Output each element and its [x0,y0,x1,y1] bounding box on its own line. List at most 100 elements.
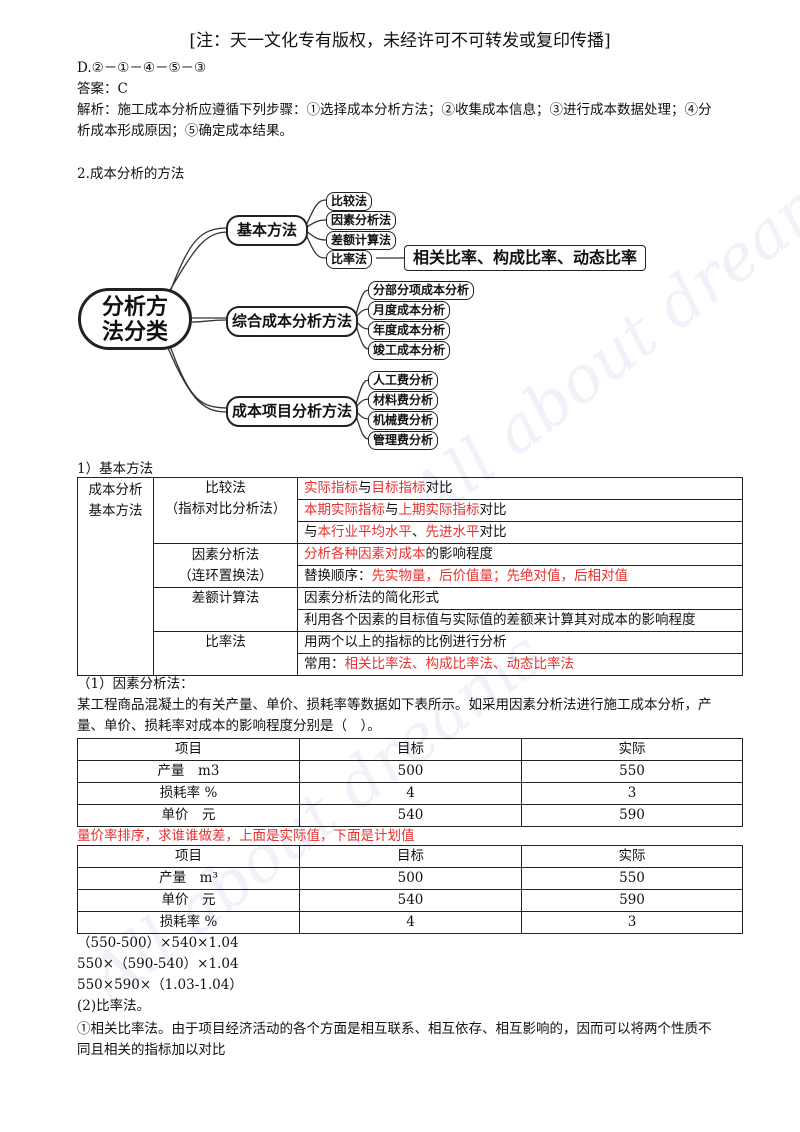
table-row: 产量 m3 500 550 [77,760,743,783]
question-line-2: 量、单价、损耗率对成本的影响程度分别是（ ）。 [77,718,381,734]
table-row-9: 常用：相关比率法、构成比率法、动态比率法 [297,653,743,676]
header-cell: 项目 [77,738,300,761]
comparison-method: 比较法 [205,480,246,496]
comparison-method-sub: （指标对比分析法） [164,501,287,517]
text: 、 [412,524,426,540]
copyright-notice: [注：天一文化专有版权，未经许可不可转发或复印传播] [189,31,611,51]
mindmap-composite-item-4: 竣工成本分析 [368,341,451,360]
table-cell: 540 [299,804,522,827]
table-cell: 单价 元 [77,889,300,912]
header-cell: 目标 [299,738,522,761]
table-cell: 3 [521,911,743,934]
table-cell: 单价 元 [77,804,300,827]
mindmap-composite-item-2: 月度成本分析 [368,301,451,320]
calc-line-2: 550×（590-540）×1.04 [77,956,239,972]
red-text: 分析各种因素对成本 [304,546,426,562]
table-cell: 3 [521,782,743,805]
factor-method: 因素分析法 [191,546,260,563]
text: 与 [304,524,318,540]
mindmap-basic-method: 基本方法 [226,215,308,246]
mindmap-item-3: 机械费分析 [368,411,439,430]
answer: 答案：C [77,81,128,97]
mindmap-item-method: 成本项目分析方法 [226,396,358,427]
text: 对比 [479,524,507,540]
section-heading: 2.成本分析的方法 [77,166,185,182]
header-cell: 目标 [299,845,522,868]
table-cell: 4 [299,911,522,934]
table-cell: 550 [521,760,743,783]
ratio-line-1: ①相关比率法。由于项目经济活动的各个方面是相互联系、相互依存、相互影响的，因而可… [77,1021,712,1037]
text: 与 [358,480,372,496]
mindmap-ratio-detail: 相关比率、构成比率、动态比率 [404,245,647,271]
table-row: 单价 元 540 590 [77,804,743,827]
category-line-2: 基本方法 [88,503,143,519]
question-line-1: 某工程商品混凝土的有关产量、单价、损耗率等数据如下表所示。如采用因素分析法进行施… [77,697,712,713]
table-cell-ratio: 比率法 [153,631,298,676]
mindmap-comparison: 比较法 [326,192,373,211]
mindmap-root: 分析方 法分类 [78,288,192,350]
data-table-2: 项目 目标 实际 产量 m³ 500 550 单价 元 540 590 损耗率 … [77,845,743,934]
red-text: 实际指标 [304,480,358,496]
table-cell-category: 成本分析 基本方法 [77,477,154,676]
header-cell: 实际 [521,738,743,761]
text: 常用： [304,656,345,672]
table-row: 单价 元 540 590 [77,889,743,912]
mindmap-composite-item-1: 分部分项成本分析 [368,281,475,300]
red-text: 本行业平均水平 [317,524,413,540]
subheading-ratio: (2)比率法。 [77,998,151,1014]
table-cell: 损耗率 % [77,782,300,805]
text: 的影响程度 [425,546,494,562]
table-row-6: 因素分析法的简化形式 [297,587,743,610]
text: 对比 [425,480,453,496]
text: 替换顺序： [304,568,372,584]
mindmap-item-4: 管理费分析 [368,431,439,450]
table-row-1: 实际指标与目标指标对比 [297,477,743,500]
table-cell-factor: 因素分析法 （连环置换法） [153,543,298,588]
table-row: 损耗率 % 4 3 [77,782,743,805]
red-text: 上期实际指标 [398,502,480,518]
table-header-row: 项目 目标 实际 [77,738,743,761]
basic-methods-table: 成本分析 基本方法 比较法 （指标对比分析法） 实际指标与目标指标对比 本期实际… [77,477,743,676]
table-cell: 4 [299,782,522,805]
table-cell-comparison: 比较法 （指标对比分析法） [153,477,298,544]
table-row-8: 用两个以上的指标的比例进行分析 [297,631,743,654]
ratio-line-2: 同且相关的指标加以对比 [77,1042,226,1058]
table-cell: 500 [299,867,522,890]
table-cell: 540 [299,889,522,912]
text: 与 [385,502,399,518]
red-text: 本期实际指标 [304,502,385,518]
table-row-2: 本期实际指标与上期实际指标对比 [297,499,743,522]
table-cell: 产量 m3 [77,760,300,783]
calc-line-1: （550-500）×540×1.04 [77,935,239,951]
red-text: 目标指标 [371,480,426,496]
red-text: 先实物量，后价值量；先绝对值，后相对值 [371,568,629,584]
mindmap-factor-analysis: 因素分析法 [326,211,397,230]
mindmap-item-2: 材料费分析 [368,391,439,410]
mindmap-root-line-2: 法分类 [101,320,168,345]
factor-method-sub: （连环置换法） [178,567,273,584]
mindmap-composite-method: 综合成本分析方法 [226,306,358,337]
table-row-3: 与本行业平均水平、先进水平对比 [297,521,743,544]
mindmap-root-line-1: 分析方 [101,295,168,320]
option-d: D.②－①－④－⑤－③ [77,60,207,76]
mindmap-difference-calc: 差额计算法 [326,231,397,250]
table-cell-diff: 差额计算法 [153,587,298,632]
table-cell: 550 [521,867,743,890]
table-header-row: 项目 目标 实际 [77,845,743,868]
table-cell: 损耗率 % [77,911,300,934]
header-cell: 实际 [521,845,743,868]
mindmap-composite-item-3: 年度成本分析 [368,321,451,340]
red-text: 相关比率法、构成比率法、动态比率法 [344,656,575,672]
table-cell: 590 [521,804,743,827]
subheading-basic-methods: 1）基本方法 [77,461,154,477]
analysis-line-1: 解析：施工成本分析应遵循下列步骤：①选择成本分析方法；②收集成本信息；③进行成本… [77,102,712,118]
table-row: 损耗率 % 4 3 [77,911,743,934]
text: 对比 [479,502,507,518]
table-cell: 500 [299,760,522,783]
data-table-1: 项目 目标 实际 产量 m3 500 550 损耗率 % 4 3 单价 元 54… [77,738,743,827]
table-cell: 590 [521,889,743,912]
subheading-factor-analysis: （1）因素分析法： [77,676,194,692]
table-row-4: 分析各种因素对成本的影响程度 [297,543,743,566]
mindmap-item-1: 人工费分析 [368,371,439,390]
category-line-1: 成本分析 [88,482,143,498]
